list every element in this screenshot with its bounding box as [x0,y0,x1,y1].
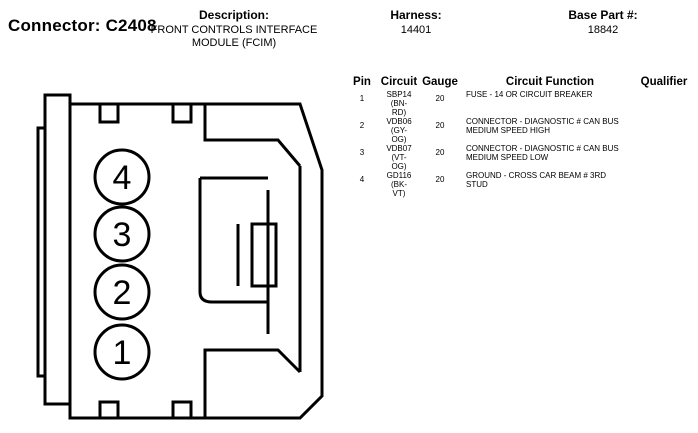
gauge-cell: 20 [435,175,445,184]
circuit-cell: VDB06 (GY-OG) [378,117,420,144]
gauge-cell: 20 [435,94,445,103]
description-line-1: FRONT CONTROLS INTERFACE [150,24,318,36]
gauge-cell: 20 [435,148,445,157]
table-row: 2 VDB06 (GY-OG) 20 CONNECTOR - DIAGNOSTI… [346,117,694,144]
pin-label-3: 3 [113,216,132,254]
table-row: 4 GD116 (BK-VT) 20 GROUND - CROSS CAR BE… [346,171,694,198]
pin-circle-4 [93,148,151,206]
function-cell: FUSE - 14 OR CIRCUIT BREAKER [460,90,634,117]
pin-circle-1 [93,323,151,381]
circuit-cell: VDB07 (VT-OG) [378,144,420,171]
table-row: 3 VDB07 (VT-OG) 20 CONNECTOR - DIAGNOSTI… [346,144,694,171]
circuit-line-2: RD) [391,108,407,117]
circuit-line-1: SBP14 (BN- [386,90,412,108]
center-key [250,222,278,288]
inner-recess [198,178,268,304]
top-tab-right [171,102,193,124]
pin-table: Pin Circuit Gauge Circuit Function Quali… [346,76,694,198]
housing-outline [43,93,324,420]
pin-cell: 3 [359,148,365,157]
header-qualifier: Qualifier [640,76,688,88]
function-line-1: FUSE - 14 OR CIRCUIT BREAKER [466,90,593,99]
circuit-cell: GD116 (BK-VT) [378,171,420,198]
bottom-tab-left [98,400,120,420]
circuit-cell: SBP14 (BN-RD) [378,90,420,117]
pin-circle-2 [93,263,151,321]
pin-table-header: Pin Circuit Gauge Circuit Function Quali… [346,76,694,90]
description-line-2: MODULE (FCIM) [191,37,277,49]
circuit-line-2: VT) [392,189,406,198]
function-line-2: MEDIUM SPEED LOW [466,153,549,162]
left-latch [36,126,45,378]
connector-label: Connector: C2408 [8,16,157,35]
base-part-heading: Base Part #: [568,8,638,22]
table-row: 1 SBP14 (BN-RD) 20 FUSE - 14 OR CIRCUIT … [346,90,694,117]
harness-value: 14401 [400,24,432,36]
circuit-line-1: VDB07 (VT- [386,144,412,162]
harness-heading: Harness: [390,8,442,22]
function-line-1: GROUND - CROSS CAR BEAM # 3RD [466,171,607,180]
header-gauge: Gauge [422,76,458,88]
function-line-1: CONNECTOR - DIAGNOSTIC # CAN BUS [466,117,619,126]
bottom-tab-right [171,400,193,420]
top-tab-left [98,102,120,124]
lower-key-block [203,348,302,418]
pin-cell: 2 [359,121,365,130]
gauge-cell: 20 [435,121,445,130]
pin-label-4: 4 [113,159,132,197]
base-part-value: 18842 [587,24,619,36]
circuit-line-2: OG) [391,135,407,144]
function-line-1: CONNECTOR - DIAGNOSTIC # CAN BUS [466,144,619,153]
header-pin: Pin [353,76,371,88]
function-line-2: STUD [466,180,488,189]
upper-key-block [203,104,302,167]
header-circuit-function: Circuit Function [505,76,595,88]
circuit-line-2: OG) [391,162,407,171]
pin-circle-3 [93,205,151,263]
circuit-line-1: VDB06 (GY- [386,117,412,135]
pin-cell: 4 [359,175,365,184]
pin-label-2: 2 [113,274,132,312]
function-line-2: MEDIUM SPEED HIGH [466,126,551,135]
circuit-line-1: GD116 (BK- [386,171,412,189]
description-heading: Description: [198,8,269,22]
pin-cell: 1 [359,94,365,103]
header-circuit: Circuit [380,76,418,88]
description-value: FRONT CONTROLS INTERFACE MODULE (FCIM) [146,24,322,50]
pin-label-1: 1 [113,334,132,372]
